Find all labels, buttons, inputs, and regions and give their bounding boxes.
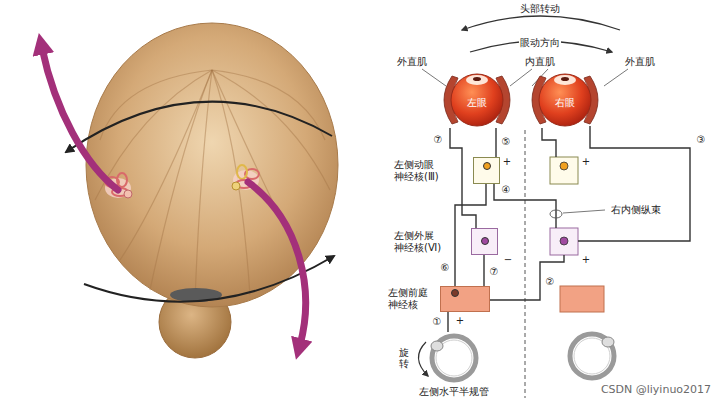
sign-mark: + [502,156,512,168]
muscle-label: 内直肌 [524,56,556,68]
hair-strands [100,70,212,140]
heading-label: 头部转动 [519,3,561,15]
watermark: CSDN @liyinuo2017 [600,383,712,396]
callout-number: ⑥ [440,262,451,274]
right-labyrinth [232,182,240,190]
canal-flow-arrows [248,182,306,345]
canal-ring: 左侧水平半规管 [428,332,480,384]
eye-figure: 右眼 [522,70,608,128]
eye-drawing [554,75,576,85]
callout-number: ④ [501,184,512,196]
leader-lines [563,210,605,213]
hair-strands [95,70,212,200]
circuit-layout [570,334,614,378]
hair-strands [212,70,330,190]
rotation-arrows [66,102,332,152]
nerve-pathway [447,312,448,332]
nerve-pathway [495,128,496,157]
callout-number: ⑦ [489,266,500,278]
left-labyrinth [124,190,132,198]
eye-drawing [451,74,503,126]
hair-strands [95,70,330,300]
rotation-arrows [66,102,334,302]
circuit-layout [560,162,568,170]
circuit-layout [560,237,568,245]
sign-mark: + [455,315,465,327]
circuit-wires [490,126,690,300]
canal-flow-arrows [42,48,306,345]
nucleus-dot [481,237,489,245]
rotation-label: 旋转 [399,347,409,369]
callout-number: ③ [696,134,707,146]
circuit-layout [525,130,526,398]
sign-mark: + [581,156,591,168]
circuit-layout [462,16,620,30]
canal-drawing [428,332,480,384]
nucleus-box: 左侧外展神经核(Ⅵ) [471,228,498,255]
eye-drawing [539,74,591,126]
nucleus-label: 左侧前庭神经核 [388,287,437,311]
rotation-arrows [84,256,334,302]
nucleus-dot [483,162,491,170]
circuit-layout [560,286,604,312]
direction-label: 眼动方向 [519,37,561,49]
sign-mark: − [503,254,513,266]
callout-number: ⑤ [501,136,512,148]
callout-number: ① [432,316,443,328]
circuit-wires [578,126,690,241]
left-labyrinth [117,173,127,187]
canal-drawing [432,336,476,380]
nucleus-box: 左侧前庭神经核 [440,286,490,312]
nucleus-box: 左侧动眼神经核(Ⅲ) [473,157,500,184]
leader-lines [422,69,446,86]
sign-mark: + [581,254,591,266]
eye-drawing [466,75,488,85]
circuit-layout [602,337,614,347]
circuit-layout [550,210,562,218]
canal-drawing [431,341,443,351]
leader-lines [510,69,532,86]
muscle-label: 外直肌 [624,56,656,68]
circuit-layout [550,228,578,255]
circuit-layout [418,16,690,398]
hair-strands [212,70,325,140]
tract-label: 右内侧纵束 [610,204,662,216]
circuit-layout [550,157,578,184]
eye-drawing [473,77,481,81]
callout-number: ⑦ [433,134,444,146]
nucleus-label: 左侧外展神经核(Ⅵ) [394,230,443,254]
circuit-wires [494,184,556,228]
callout-number: ② [545,276,556,288]
eye-label: 右眼 [555,97,575,109]
nerve-pathway [483,255,484,286]
canal-label: 左侧水平半规管 [419,386,489,398]
muscle-label: 外直肌 [396,56,428,68]
circuit-wires [490,255,564,300]
canal-flow-arrows [42,48,118,190]
circuit-layout [418,342,428,376]
nucleus-label: 左侧动眼神经核(Ⅲ) [394,159,443,183]
nucleus-dot [451,289,459,297]
leader-lines [422,69,628,213]
leader-lines [604,69,628,86]
right-labyrinth [237,165,247,179]
eye-drawing [561,77,569,81]
hair-strands [120,70,212,260]
eye-figure: 左眼 [434,70,520,128]
circuit-wires [542,128,556,157]
eye-label: 左眼 [467,97,487,109]
head-figure [86,23,338,358]
